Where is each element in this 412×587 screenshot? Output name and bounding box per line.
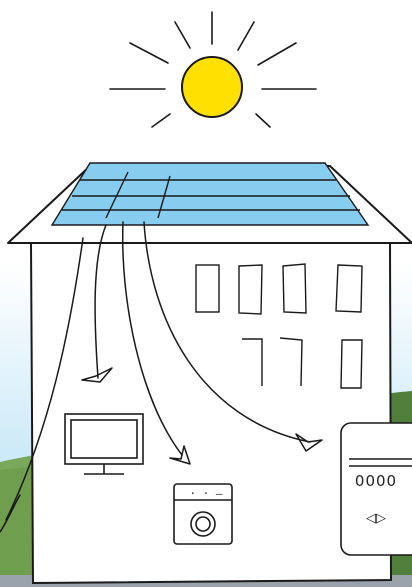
smart-device-controls: ◁▷ bbox=[366, 511, 386, 526]
sun-icon bbox=[109, 11, 317, 128]
smart-device-icon bbox=[340, 422, 412, 556]
arrow-heads bbox=[81, 367, 323, 465]
window bbox=[335, 264, 363, 313]
window bbox=[279, 337, 303, 387]
smart-device-display: 0000 bbox=[354, 472, 398, 490]
washer-control-panel: · · — bbox=[189, 487, 223, 500]
window bbox=[242, 338, 263, 386]
windows bbox=[195, 263, 363, 389]
house bbox=[0, 162, 412, 585]
window bbox=[340, 339, 363, 389]
window bbox=[195, 264, 220, 313]
window bbox=[238, 264, 263, 315]
washing-machine-icon bbox=[173, 483, 233, 545]
solar-panel-icon bbox=[50, 162, 370, 226]
television-icon bbox=[64, 413, 144, 475]
energy-flow-lines bbox=[0, 221, 311, 533]
window bbox=[282, 263, 307, 314]
